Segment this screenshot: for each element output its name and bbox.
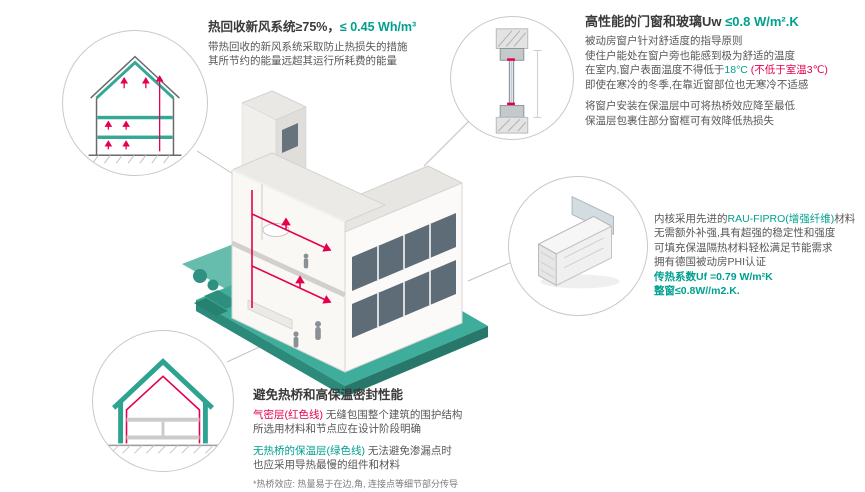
window-mullions	[377, 224, 431, 327]
hrv-title-value: ≤ 0.45 Wh/m³	[339, 20, 417, 34]
windows-line-3-note: (不低于室温3℃)	[747, 64, 828, 77]
kitchen-counter	[247, 299, 293, 330]
hrv-section-icon	[88, 55, 182, 164]
windows-line-1: 被动房窗户针对舒适度的指导原则	[585, 35, 743, 48]
windows-title-value: ≤0.8 W/m².K	[725, 14, 799, 29]
hrv-description: 带热回收的新风系统采取防止热损失的措施 其所节约的能量远超其运行所耗费的能量	[208, 40, 488, 69]
windows-title: 高性能的门窗和玻璃Uw ≤0.8 W/m².K	[585, 14, 863, 30]
profile-line-3: 可填充保温隔热材料轻松满足节能需求	[654, 241, 833, 254]
windows-line-3-temp: 18°C	[724, 64, 748, 77]
profile-uf-value: 传热系数Uf =0.79 W/m²K	[654, 270, 773, 283]
hrv-title-main: 热回收新风系统≥75%，	[208, 20, 340, 34]
callout-thermal-text: 避免热桥和高保温密封性能 气密层(红色线) 无缝包围整个建筑的围护结构 所选用材…	[253, 388, 553, 490]
house-cutaway	[230, 90, 463, 373]
callout-circle-hrv	[62, 30, 208, 176]
thermal-line-3-text: 无法避免渗漏点时	[365, 444, 452, 457]
people-figures	[293, 253, 321, 348]
thermal-line-1-text: 无缝包围整个建筑的围护结构	[323, 408, 463, 421]
spacer	[253, 437, 553, 444]
windows-line-5: 将窗户安装在保温层中可将热桥效应降至最低	[585, 100, 795, 113]
profile-line-1-material: RAU-FIPRO(增强纤维)	[727, 213, 835, 225]
thermal-airtight-label: 气密层(红色线)	[253, 408, 323, 421]
thermal-title: 避免热桥和高保温密封性能	[253, 388, 404, 402]
bathtub	[262, 223, 290, 237]
windows-line-3: 在室内,窗户表面温度不得低于18°C (不低于室温3℃)	[585, 63, 863, 77]
callout-circle-insulation	[92, 330, 234, 472]
profile-line-1-text: 内核采用先进的	[654, 213, 728, 225]
spacer	[585, 92, 863, 99]
thermal-line-2: 所选用材料和节点应在设计阶段明确	[253, 423, 421, 436]
hrv-line-2: 其所节约的能量远超其运行所耗费的能量	[208, 55, 397, 68]
windows-description: 被动房窗户针对舒适度的指导原则 使住户能处在窗户旁也能感到极为舒适的温度 在室内…	[585, 34, 863, 128]
profile-description: 内核采用先进的RAU-FIPRO(增强纤维)材料 无需额外补强,具有超强的稳定性…	[654, 212, 865, 299]
callout-hrv-text: 热回收新风系统≥75%，≤ 0.45 Wh/m³ 带热回收的新风系统采取防止热损…	[208, 20, 488, 69]
windows-line-4: 即使在寒冷的冬季,在靠近窗部位也无寒冷不适感	[585, 78, 809, 91]
callout-circle-frame-profile	[508, 176, 648, 316]
window-section-icon	[495, 28, 542, 134]
profile-line-2: 无需额外补强,具有超强的稳定性和强度	[654, 227, 836, 240]
ventilation-duct-lines	[251, 190, 332, 308]
windows-line-6: 保温层包裹住部分窗框可有效降低热损失	[585, 114, 774, 127]
hrv-line-1: 带热回收的新风系统采取防止热损失的措施	[208, 40, 408, 53]
airflow-arrows	[104, 75, 164, 152]
profile-line-4: 拥有德国被动房PHI认证	[654, 256, 767, 269]
hrv-title: 热回收新风系统≥75%，≤ 0.45 Wh/m³	[208, 20, 488, 36]
insulation-line	[112, 358, 214, 410]
windows-line-2: 使住户能处在窗户旁也能感到极为舒适的温度	[585, 49, 795, 62]
thermal-line-4: 也应采用导热最慢的组件和材料	[253, 459, 400, 472]
callout-windows-text: 高性能的门窗和玻璃Uw ≤0.8 W/m².K 被动房窗户针对舒适度的指导原则 …	[585, 14, 863, 128]
thermal-insulation-label: 无热桥的保温层(绿色线)	[253, 444, 365, 457]
windows-title-main: 高性能的门窗和玻璃Uw	[585, 14, 726, 29]
callout-profile-text: 内核采用先进的RAU-FIPRO(增强纤维)材料 无需额外补强,具有超强的稳定性…	[654, 212, 865, 299]
thermal-line-1: 气密层(红色线) 无缝包围整个建筑的围护结构	[253, 408, 553, 422]
frame-profile-icon	[537, 195, 620, 289]
profile-uw-value: 整窗≤0.8W//m2.K.	[654, 285, 740, 298]
windows-line-3-text: 在室内,窗户表面温度不得低于	[585, 64, 725, 77]
thermal-description: 气密层(红色线) 无缝包围整个建筑的围护结构 所选用材料和节点应在设计阶段明确 …	[253, 408, 553, 490]
callout-circle-window-section	[450, 16, 574, 140]
profile-line-1-suffix: 材料	[834, 213, 856, 225]
thermal-line-3: 无热桥的保温层(绿色线) 无法避免渗漏点时	[253, 444, 553, 458]
profile-line-1: 内核采用先进的RAU-FIPRO(增强纤维)材料	[654, 212, 865, 226]
thermal-footnote: *热桥效应: 热量易于在边,角, 连接点等细节部分传导	[253, 478, 459, 489]
insulation-section-icon	[106, 358, 220, 454]
